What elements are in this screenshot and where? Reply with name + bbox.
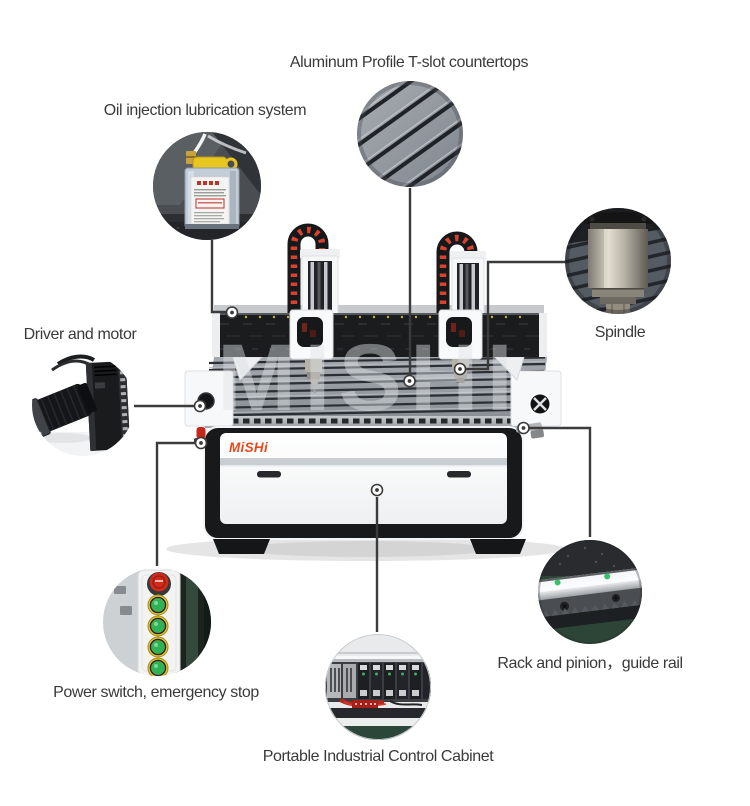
- green-buttons: [147, 594, 169, 676]
- brand-logo: MiSHi: [229, 440, 268, 455]
- callout-line-oil: [210, 240, 226, 314]
- driver-modules: [358, 663, 431, 699]
- callout-marker-oil: [225, 306, 239, 319]
- callout-lines: [134, 188, 592, 632]
- callout-line-spindle: [466, 260, 565, 371]
- callout-line-rack: [529, 426, 592, 537]
- callout-photo-power-switch: [103, 568, 211, 676]
- callout-label-rack: Rack and pinion，guide rail: [497, 655, 683, 672]
- z-axis-column-right: [450, 251, 486, 316]
- callout-marker-cabinet: [370, 483, 384, 497]
- spindle-head-left: [289, 309, 334, 393]
- machine-foot-left: [213, 539, 270, 554]
- callout-photo-oil-pump: [153, 132, 261, 240]
- servo-motor: [32, 382, 97, 439]
- machine-foot-right: [470, 539, 526, 554]
- callout-marker-power: [194, 436, 208, 450]
- gantry-top-rail: [214, 305, 544, 314]
- callout-photo-spindle: [565, 208, 671, 314]
- callout-label-power: Power switch, emergency stop: [53, 684, 259, 701]
- callout-photo-tslot-table: [357, 81, 463, 187]
- gantry-beam: [212, 313, 547, 357]
- callout-marker-spindle: [453, 362, 467, 376]
- callout-photo-driver-motor: [32, 354, 134, 456]
- callout-label-oil: Oil injection lubrication system: [103, 102, 307, 119]
- cable-chain-left: [287, 223, 329, 313]
- callout-photo-rack-rail: [538, 540, 642, 644]
- callout-label-spindle: Spindle: [594, 324, 646, 341]
- cnc-machine-photo: [166, 223, 566, 561]
- callout-photo-control-cabinet: [325, 634, 431, 740]
- z-axis-column-left: [300, 249, 340, 316]
- callout-marker-rack: [517, 421, 530, 435]
- brand-watermark: MISHI: [217, 325, 521, 431]
- cabinet-handle-right: [447, 471, 471, 478]
- callout-marker-tslot: [403, 374, 416, 388]
- spindle-head-right: [438, 309, 483, 383]
- cable-chain-right: [436, 231, 478, 313]
- callout-marker-driver: [193, 399, 207, 413]
- callout-label-driver: Driver and motor: [23, 326, 137, 343]
- cabinet-trim-stripe: [220, 458, 507, 465]
- machine-base-cabinet: [203, 426, 526, 554]
- callout-label-tslot: Aluminum Profile T-slot countertops: [289, 54, 529, 71]
- callout-markers: [193, 306, 530, 497]
- callout-line-power: [155, 441, 195, 566]
- transformers: [327, 664, 356, 698]
- cabinet-handle-left: [257, 471, 281, 478]
- callout-label-cabinet: Portable Industrial Control Cabinet: [262, 748, 494, 765]
